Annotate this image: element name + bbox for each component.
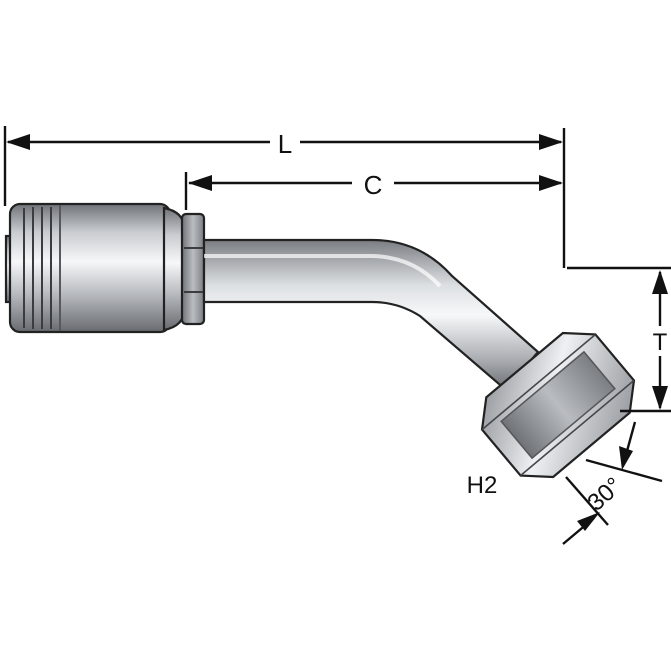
ferrule: [4, 202, 186, 334]
arrow-down-icon: [652, 386, 668, 410]
arrow-left-icon: [188, 175, 212, 191]
collar-hex: [180, 212, 206, 326]
label-hex: H2: [467, 472, 498, 499]
label-length: L: [278, 129, 292, 159]
label-offset: T: [653, 329, 668, 356]
label-angle: 30°: [582, 472, 627, 516]
arrow-up-icon: [652, 270, 668, 294]
dimension-C: C: [184, 170, 563, 210]
swivel-nut: [480, 331, 636, 479]
arrow-right-icon: [539, 175, 563, 191]
dimension-T: T: [567, 266, 671, 413]
label-cutoff: C: [364, 170, 383, 200]
arrow-up-icon: [577, 512, 600, 531]
ferrule-grooves: [23, 207, 52, 329]
arrow-left-icon: [6, 134, 30, 150]
dimension-L: L: [3, 126, 566, 268]
bent-tube: [202, 238, 540, 392]
arrow-down-icon: [619, 446, 633, 470]
arrow-right-icon: [539, 134, 563, 150]
